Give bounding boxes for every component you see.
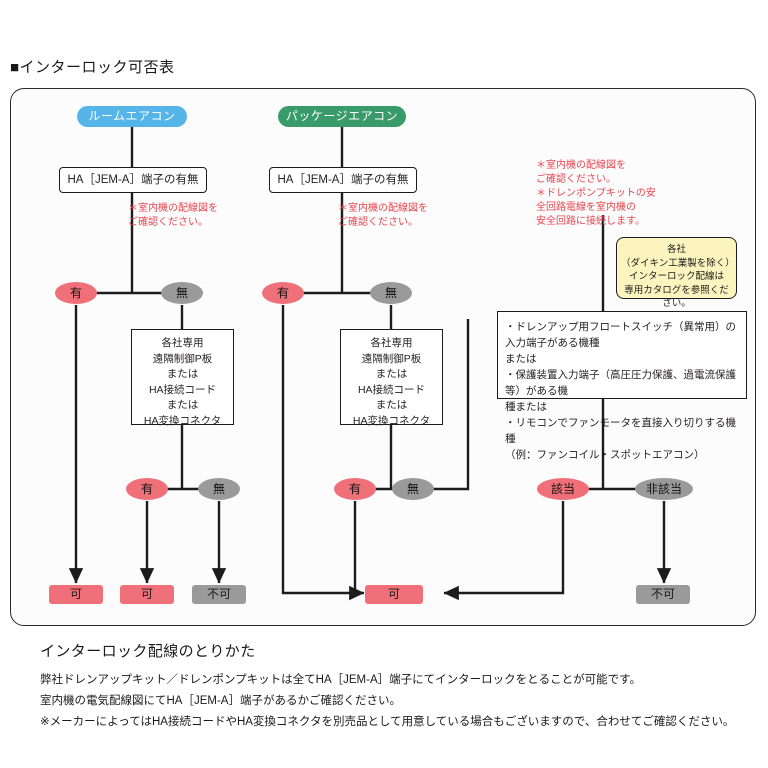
node-package-r2-no[interactable]: 無 (392, 478, 434, 500)
criteria-line-2: または (505, 353, 537, 365)
adapter-package-line-1: 各社専用 (370, 337, 413, 349)
adapter-room-line-5: または (166, 399, 199, 411)
node-room-r2-no[interactable]: 無 (198, 478, 240, 500)
connector-lines (68, 127, 672, 601)
caption-heading: インターロック配線のとりかた (40, 643, 256, 660)
caption-line-1: 弊社ドレンアップキット／ドレンポンプキットは全てHA［JEM-A］端子にてインタ… (40, 674, 641, 686)
caption-line-3: ※メーカーによってはHA接続コードやHA変換コネクタを別売品として用意している場… (40, 716, 735, 728)
criteria-line-5: ・リモコンでファンモータを直接入り切りする機種 (505, 417, 736, 445)
yellow-note-line-1: 各社 (666, 244, 686, 255)
criteria-box: ・ドレンアップ用フロートスイッチ（異常用）の入力端子がある機種 または ・保護装… (497, 311, 747, 461)
header-badge-package[interactable]: パッケージエアコン (278, 106, 406, 127)
adapter-box-package: 各社専用 遠隔制御P板 または HA接続コード または HA変換コネクタ (340, 329, 443, 427)
node-criteria-match[interactable]: 該当 (537, 478, 589, 500)
question-box-package[interactable]: HA［JEM-A］端子の有無 (269, 167, 417, 193)
red-note-room: ＊室内機の配線図を ご確認ください。 (128, 203, 218, 228)
criteria-line-6: （例：ファンコイル・スポットエアコン） (505, 449, 705, 461)
result-room-adapter[interactable]: 可 (120, 585, 174, 604)
node-package-r1-yes[interactable]: 有 (262, 282, 304, 304)
adapter-room-line-4: HA接続コード (148, 383, 217, 396)
yellow-note-line-4: 専用カタログを参照ください。 (624, 284, 729, 310)
red-note-right: ＊室内機の配線図を ご確認ください。 ＊ドレンポンプキットの安 全回路電線を室内… (536, 160, 656, 227)
yellow-note-line-3: インターロック配線は (628, 271, 724, 282)
result-package[interactable]: 可 (365, 585, 423, 604)
yellow-note-line-2: （ダイキン工業製を除く） (621, 257, 735, 269)
adapter-room-line-1: 各社専用 (161, 337, 204, 349)
adapter-package-line-6: HA変換コネクタ (352, 414, 431, 427)
node-package-r2-yes[interactable]: 有 (334, 478, 376, 500)
adapter-package-line-4: HA接続コード (357, 383, 426, 396)
adapter-room-line-6: HA変換コネクタ (143, 414, 222, 427)
question-box-room[interactable]: HA［JEM-A］端子の有無 (59, 167, 207, 193)
node-package-r1-no[interactable]: 無 (370, 282, 412, 304)
adapter-box-room: 各社専用 遠隔制御P板 または HA接続コード または HA変換コネクタ (131, 329, 234, 427)
criteria-line-1: ・ドレンアップ用フロートスイッチ（異常用）の入力端子がある機種 (505, 321, 736, 349)
yellow-reference-note: 各社 （ダイキン工業製を除く） インターロック配線は 専用カタログを参照ください… (616, 237, 737, 309)
node-criteria-nomatch[interactable]: 非該当 (635, 478, 693, 500)
node-room-r1-yes[interactable]: 有 (55, 282, 97, 304)
criteria-line-4: 種または (505, 401, 547, 413)
node-room-r2-yes[interactable]: 有 (126, 478, 168, 500)
adapter-package-line-5: または (375, 399, 408, 411)
adapter-package-line-3: または (375, 368, 408, 380)
caption-line-2: 室内機の電気配線図にてHA［JEM-A］端子があるかご確認ください。 (40, 695, 401, 707)
header-badge-room[interactable]: ルームエアコン (77, 106, 187, 127)
node-room-r1-no[interactable]: 無 (161, 282, 203, 304)
criteria-line-3: ・保護装置入力端子（高圧圧力保護、過電流保護等）がある機 (505, 369, 736, 397)
red-note-package: ＊室内機の配線図を ご確認ください。 (338, 203, 428, 228)
result-criteria-none[interactable]: 不可 (636, 585, 690, 604)
adapter-room-line-2: 遠隔制御P板 (152, 352, 213, 365)
adapter-room-line-3: または (166, 368, 199, 380)
flowchart-canvas: ルームエアコン パッケージエアコン HA［JEM-A］端子の有無 HA［JEM-… (10, 88, 756, 626)
result-room-ha[interactable]: 可 (49, 585, 103, 604)
adapter-package-line-2: 遠隔制御P板 (361, 352, 422, 365)
page-title: ■インターロック可否表 (10, 59, 175, 76)
result-room-none[interactable]: 不可 (192, 585, 246, 604)
